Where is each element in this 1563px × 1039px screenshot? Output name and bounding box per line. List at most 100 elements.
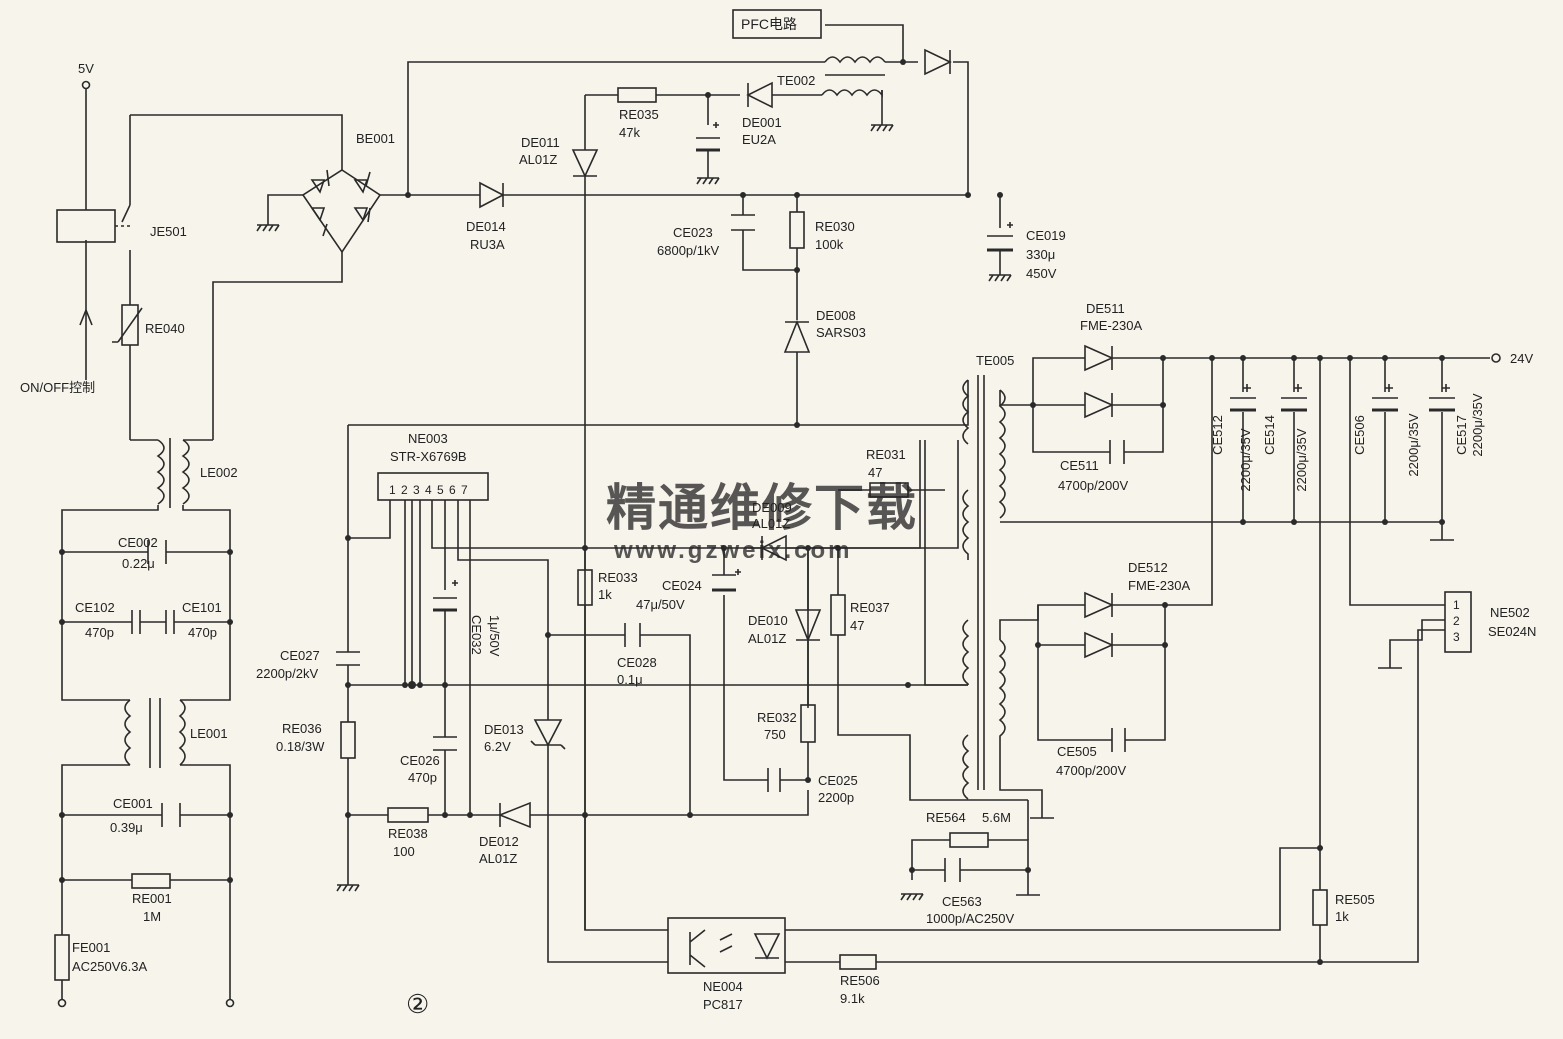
label-de011v: AL01Z — [519, 152, 557, 167]
resistors — [131, 87, 1328, 970]
label-re033: RE033 — [598, 570, 638, 585]
label-ce001: CE001 — [113, 796, 153, 811]
diodes — [479, 48, 1114, 829]
label-ce019v1: 330μ — [1026, 247, 1055, 262]
label-re033v: 1k — [598, 587, 612, 602]
label-te002: TE002 — [777, 73, 815, 88]
transformer-te005 — [962, 375, 1006, 800]
label-ce026v: 470p — [408, 770, 437, 785]
fuse-fe001 — [54, 934, 70, 981]
label-re001v: 1M — [143, 909, 161, 924]
label-be001: BE001 — [356, 131, 395, 146]
label-ne003-pins: 1 2 3 4 5 6 7 — [389, 483, 469, 497]
label-ce001v: 0.39μ — [110, 820, 143, 835]
label-de014v: RU3A — [470, 237, 505, 252]
optocoupler-ne004 — [667, 917, 786, 974]
label-le002: LE002 — [200, 465, 238, 480]
label-ce101: CE101 — [182, 600, 222, 615]
label-de512v: FME-230A — [1128, 578, 1190, 593]
label-ce024v: 47μ/50V — [636, 597, 685, 612]
label-de009v: AL01Z — [752, 516, 790, 531]
label-ce506v: 2200μ/35V — [1406, 413, 1421, 476]
label-ce002: CE002 — [118, 535, 158, 550]
label-re035v: 47k — [619, 125, 640, 140]
label-ce019: CE019 — [1026, 228, 1066, 243]
label-re038: RE038 — [388, 826, 428, 841]
label-te005: TE005 — [976, 353, 1014, 368]
label-ne502-pin3: 3 — [1453, 630, 1460, 644]
wires — [61, 24, 1490, 1000]
label-re037: RE037 — [850, 600, 890, 615]
label-de013: DE013 — [484, 722, 524, 737]
label-ce514: CE514 — [1262, 415, 1277, 455]
label-ne502-pin1: 1 — [1453, 598, 1460, 612]
label-ce028v: 0.1μ — [617, 672, 643, 687]
label-fe001v: AC250V6.3A — [72, 959, 147, 974]
watermark-url: www.gzweix.com — [613, 537, 853, 564]
label-ce023v: 6800p/1kV — [657, 243, 719, 258]
label-ce027: CE027 — [280, 648, 320, 663]
label-re505v: 1k — [1335, 909, 1349, 924]
relay-je501 — [56, 204, 131, 326]
label-ce505: CE505 — [1057, 744, 1097, 759]
label-ce517v: 2200μ/35V — [1470, 393, 1485, 456]
label-ne502: NE502 — [1490, 605, 1530, 620]
label-re040: RE040 — [145, 321, 185, 336]
label-ce028: CE028 — [617, 655, 657, 670]
label-fe001: FE001 — [72, 940, 110, 955]
label-ce102: CE102 — [75, 600, 115, 615]
label-ce512: CE512 — [1210, 415, 1225, 455]
thermistor-re040 — [112, 304, 143, 346]
label-ne004: NE004 — [703, 979, 743, 994]
label-ce514v: 2200μ/35V — [1294, 428, 1309, 491]
label-ce027v: 2200p/2kV — [256, 666, 318, 681]
label-ce101v: 470p — [188, 625, 217, 640]
label-ne502v: SE024N — [1488, 624, 1536, 639]
label-de008: DE008 — [816, 308, 856, 323]
label-ce512v: 2200μ/35V — [1238, 428, 1253, 491]
label-de014: DE014 — [466, 219, 506, 234]
label-ce563: CE563 — [942, 894, 982, 909]
label-le001: LE001 — [190, 726, 228, 741]
label-de001v: EU2A — [742, 132, 776, 147]
choke-le002 — [130, 438, 213, 508]
junction-dots — [59, 59, 1445, 965]
label-re032: RE032 — [757, 710, 797, 725]
terminals — [57, 80, 1501, 1008]
label-ne502-pin2: 2 — [1453, 614, 1460, 628]
label-ce025: CE025 — [818, 773, 858, 788]
label-ce025v: 2200p — [818, 790, 854, 805]
labels: PFC电路 5V JE501 RE040 ON/OFF控制 LE002 BE00… — [20, 16, 1536, 1019]
label-re032v: 750 — [764, 727, 786, 742]
label-ce032: CE032 — [469, 615, 484, 655]
label-de009: DE009 — [752, 500, 792, 515]
choke-le001 — [124, 698, 186, 768]
watermark-title: 精通维修下载 — [606, 480, 918, 536]
label-ce023: CE023 — [673, 225, 713, 240]
label-pfc: PFC电路 — [741, 16, 797, 32]
label-ce102v: 470p — [85, 625, 114, 640]
label-re031: RE031 — [866, 447, 906, 462]
label-ce506: CE506 — [1352, 415, 1367, 455]
label-re001: RE001 — [132, 891, 172, 906]
label-de001: DE001 — [742, 115, 782, 130]
capacitors — [131, 122, 1455, 882]
label-de511v: FME-230A — [1080, 318, 1142, 333]
pfc-box — [732, 9, 822, 39]
label-re035: RE035 — [619, 107, 659, 122]
label-ce517: CE517 — [1454, 415, 1469, 455]
label-ce032v: 1μ/50V — [487, 615, 502, 657]
label-de008v: SARS03 — [816, 325, 866, 340]
label-re505: RE505 — [1335, 892, 1375, 907]
label-onoff: ON/OFF控制 — [20, 380, 95, 395]
label-je501: JE501 — [150, 224, 187, 239]
label-re564v: 5.6M — [982, 810, 1011, 825]
label-ne004v: PC817 — [703, 997, 743, 1012]
label-de013v: 6.2V — [484, 739, 511, 754]
bridge-be001 — [301, 169, 382, 254]
label-ce511: CE511 — [1060, 458, 1099, 473]
label-re030v: 100k — [815, 237, 844, 252]
label-ce511v: 4700p/200V — [1058, 478, 1128, 493]
label-de010v: AL01Z — [748, 631, 786, 646]
